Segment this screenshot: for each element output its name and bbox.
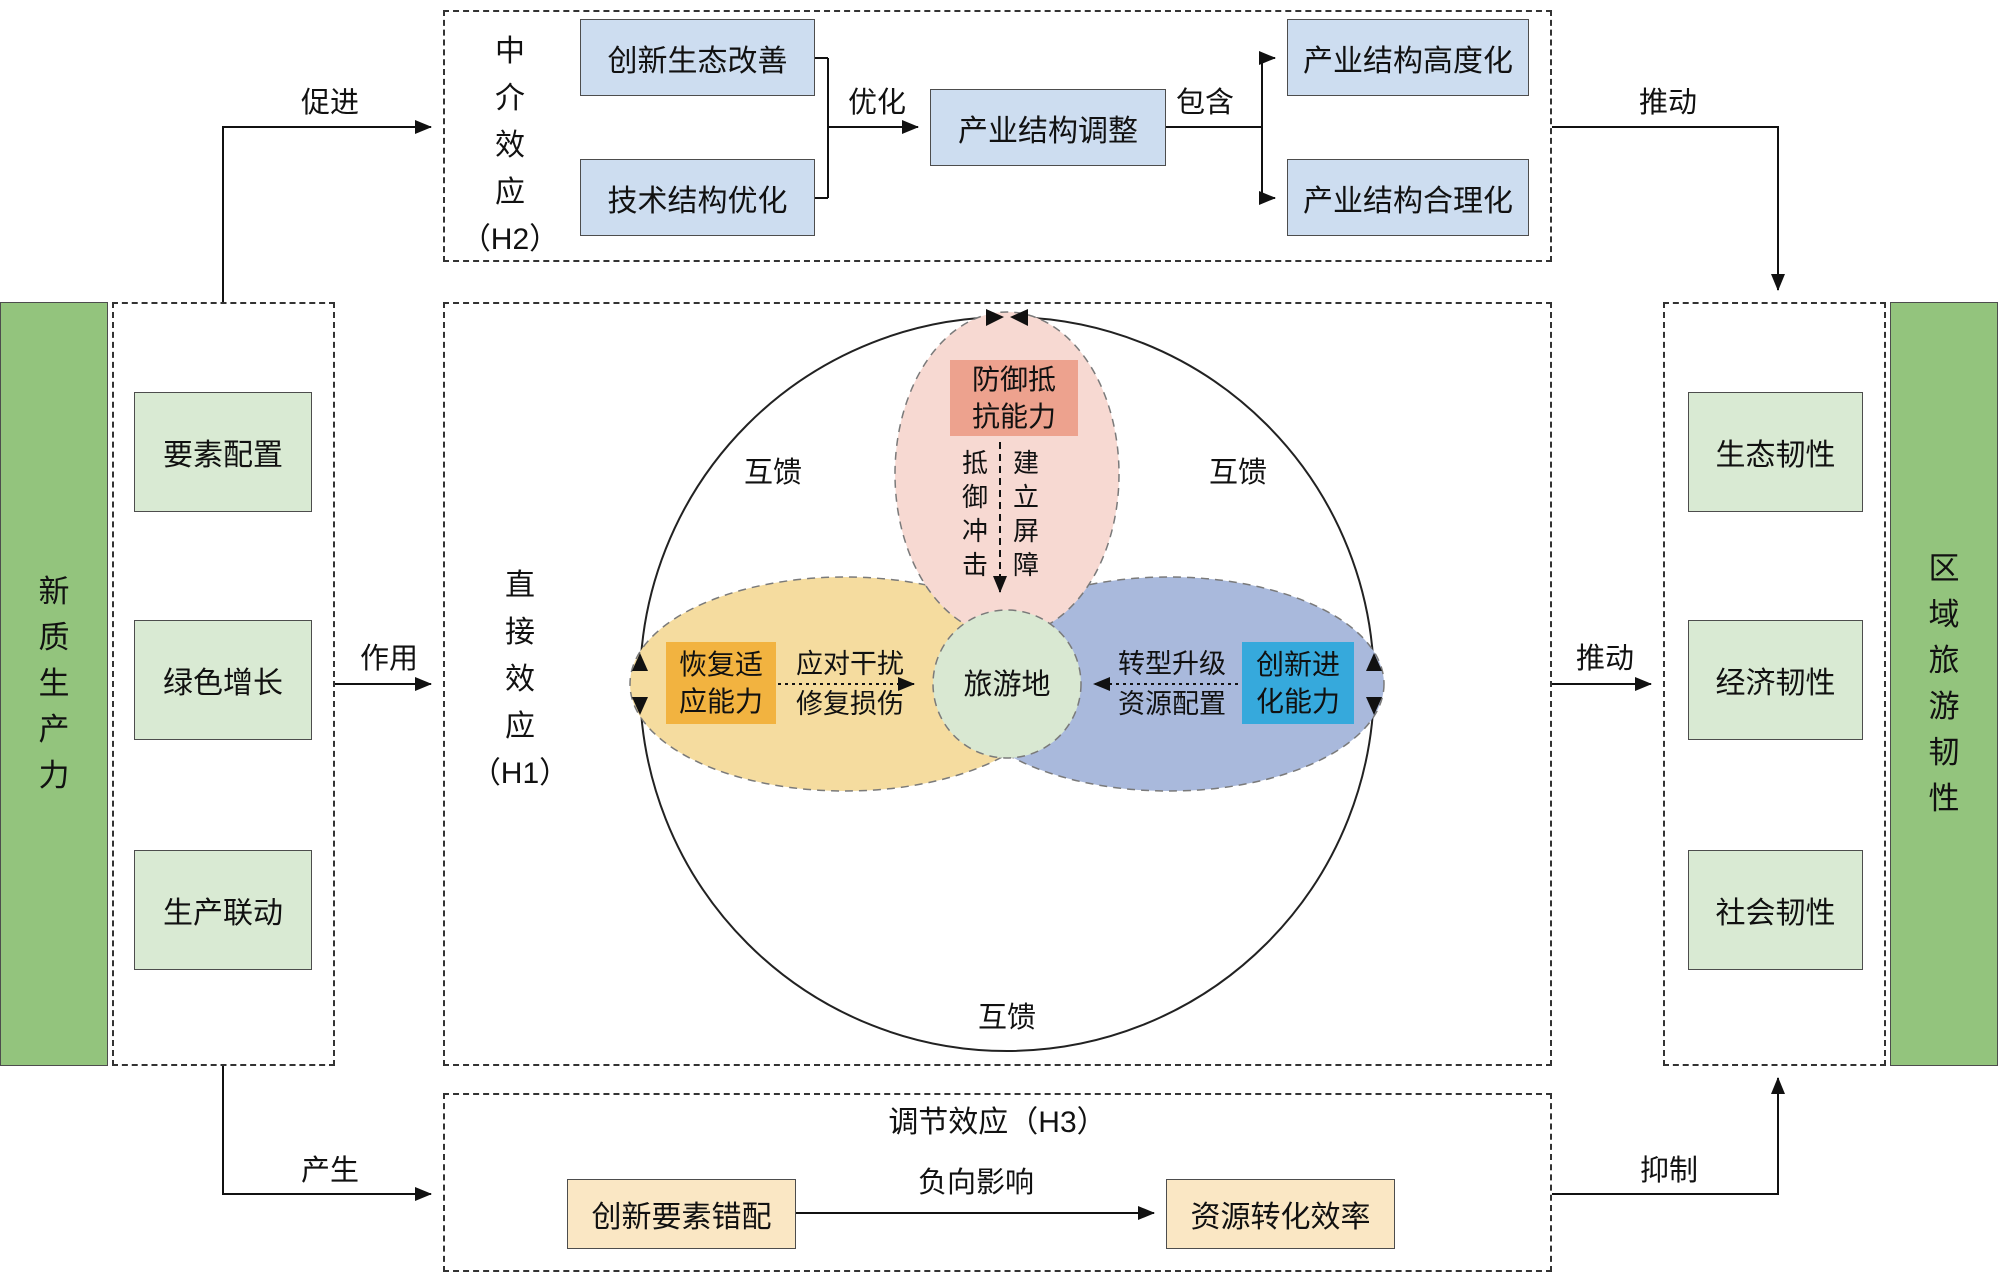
resource-allocation-label: 资源配置	[1118, 689, 1226, 719]
moderation-title: 调节效应（H3）	[888, 1106, 1107, 1139]
circle-top-right-arrowhead	[1010, 309, 1028, 326]
production-linkage-box: 生产联动	[134, 850, 312, 970]
push-mid-label: 推动	[1575, 643, 1634, 675]
circle-top-left-arrowhead	[986, 309, 1004, 326]
circle-left-up-arrowhead	[632, 653, 648, 671]
transform-upgrade-label: 转型升级	[1118, 649, 1226, 679]
feedback-top-right-label: 互馈	[1208, 457, 1267, 489]
recovery-adaptation-chip: 恢复适 应能力	[666, 642, 776, 724]
optimize-label: 优化	[847, 87, 906, 119]
suppress-arrow	[1552, 1077, 1785, 1195]
build-barrier-column: 建 立 屏 障	[1012, 448, 1039, 580]
destination-circle	[932, 609, 1082, 759]
industry-rationalization-box: 产业结构合理化	[1287, 159, 1529, 236]
mediation-panel	[443, 10, 1552, 262]
effect-label: 作用	[359, 643, 418, 675]
innovation-mismatch-box: 创新要素错配	[567, 1179, 796, 1249]
promote-arrow	[222, 120, 432, 302]
green-growth-box: 绿色增长	[134, 620, 312, 740]
regional-tourism-resilience-bar: 区 域 旅 游 韧 性	[1890, 302, 1998, 1066]
destination-label: 旅游地	[963, 669, 1051, 701]
push-top-label: 推动	[1638, 87, 1697, 119]
circle-left-down-arrowhead	[632, 697, 648, 715]
left-factors-panel	[112, 302, 335, 1066]
circle-right-up-arrowhead	[1366, 653, 1382, 671]
ecological-resilience-box: 生态韧性	[1688, 392, 1863, 512]
resource-conversion-box: 资源转化效率	[1166, 1179, 1395, 1249]
direct-effect-panel	[443, 302, 1552, 1066]
suppress-label: 抑制	[1639, 1155, 1698, 1187]
generate-arrow	[222, 1066, 432, 1201]
defense-resistance-chip: 防御抵 抗能力	[950, 360, 1078, 436]
industry-adjustment-box: 产业结构调整	[930, 89, 1166, 166]
right-resilience-panel	[1663, 302, 1886, 1066]
mediation-title: 中 介 效 应 （H2）	[460, 35, 560, 256]
circle-right-down-arrowhead	[1366, 697, 1382, 715]
direct-effect-title: 直 接 效 应 （H1）	[470, 569, 570, 790]
mediation-right-bracket	[1166, 58, 1263, 198]
push-top-arrow	[1552, 126, 1785, 291]
promote-label: 促进	[300, 87, 359, 119]
factor-allocation-box: 要素配置	[134, 392, 312, 512]
new-productive-forces-bar: 新 质 生 产 力	[0, 302, 108, 1066]
negative-impact-label: 负向影响	[917, 1167, 1034, 1199]
feedback-bottom-label: 互馈	[977, 1002, 1036, 1034]
generate-label: 产生	[300, 1155, 359, 1187]
cope-disturbance-label: 应对干扰	[796, 649, 904, 679]
tech-structure-box: 技术结构优化	[580, 159, 815, 236]
resist-shock-column: 抵 御 冲 击	[961, 448, 988, 580]
social-resilience-box: 社会韧性	[1688, 850, 1863, 970]
industry-upgrading-box: 产业结构高度化	[1287, 19, 1529, 96]
include-label: 包含	[1175, 87, 1234, 119]
feedback-top-left-label: 互馈	[743, 457, 802, 489]
moderation-panel	[443, 1093, 1552, 1272]
innovation-evolution-chip: 创新进 化能力	[1242, 642, 1354, 724]
innovation-ecology-box: 创新生态改善	[580, 19, 815, 96]
repair-damage-label: 修复损伤	[796, 689, 904, 719]
economic-resilience-box: 经济韧性	[1688, 620, 1863, 740]
